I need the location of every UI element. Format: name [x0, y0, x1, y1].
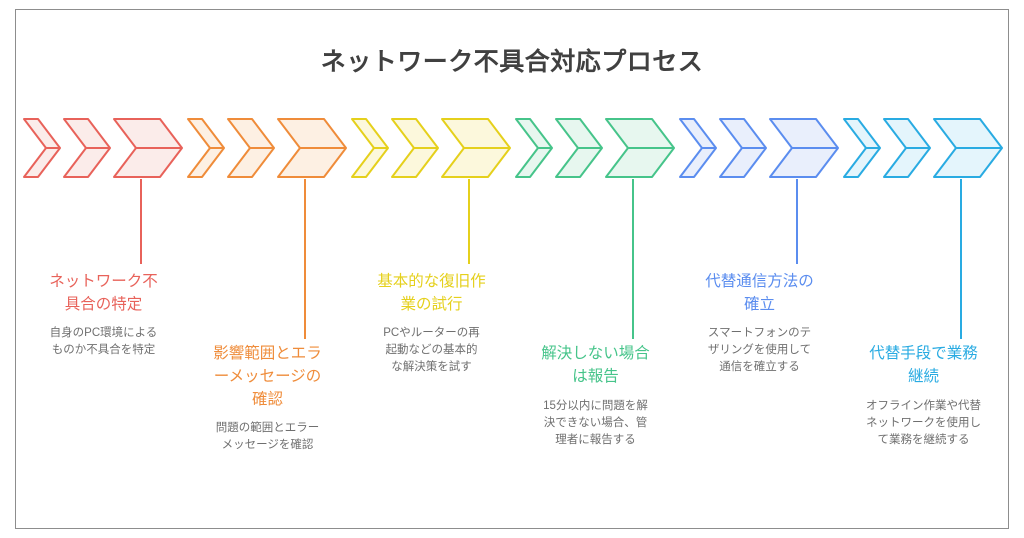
step-description: 自身のPC環境によるものか不具合を特定 — [18, 325, 189, 359]
process-step-5[interactable]: 代替通信方法の確立スマートフォンのテザリングを使用して通信を確立する — [678, 110, 841, 510]
step-heading-line: ネットワーク不 — [49, 273, 158, 290]
step-description: オフライン作業や代替ネットワークを使用して業務を継続する — [838, 398, 1009, 449]
step-heading: 代替通信方法の確立 — [672, 270, 847, 316]
chevron-a — [679, 118, 717, 178]
chevron-arrow-group-icon — [22, 117, 185, 179]
connector-line — [468, 179, 470, 264]
step-description-line: な解決策を試す — [391, 361, 472, 373]
chevron-c — [277, 118, 347, 178]
connector-line — [796, 179, 798, 264]
step-heading-line: 業の試行 — [400, 296, 463, 313]
chevron-b — [883, 118, 931, 178]
step-description-line: ネットワークを使用し — [866, 417, 981, 429]
chevron-b — [555, 118, 603, 178]
step-description: 問題の範囲とエラーメッセージを確認 — [182, 420, 353, 454]
chevron-b — [63, 118, 111, 178]
step-heading: 解決しない場合は報告 — [508, 342, 683, 388]
chevron-a — [351, 118, 389, 178]
step-description-line: て業務を継続する — [877, 434, 970, 446]
step-description-line: 問題の範囲とエラー — [215, 422, 320, 434]
chevron-c — [933, 118, 1003, 178]
process-step-4[interactable]: 解決しない場合は報告 15分以内に問題を解決できない場合、管理者に報告する — [514, 110, 677, 510]
step-description-line: PCやルーターの再 — [383, 327, 480, 339]
chevron-arrow-group-icon — [842, 117, 1005, 179]
step-description: スマートフォンのテザリングを使用して通信を確立する — [674, 325, 845, 376]
step-heading: ネットワーク不具合の特定 — [16, 270, 191, 316]
step-heading: 代替手段で業務継続 — [836, 342, 1011, 388]
chevron-arrow-group-icon — [678, 117, 841, 179]
step-heading-line: 影響範囲とエラ — [213, 345, 322, 362]
chevron-a — [23, 118, 61, 178]
step-description-line: スマートフォンのテ — [707, 327, 812, 339]
page-title: ネットワーク不具合対応プロセス — [320, 48, 704, 76]
chevron-c — [113, 118, 183, 178]
step-description-line: オフライン作業や代替 — [866, 400, 981, 412]
chevron-a — [843, 118, 881, 178]
step-heading-line: 代替通信方法の — [705, 273, 814, 290]
chevron-c — [769, 118, 839, 178]
step-heading-line: 継続 — [907, 368, 939, 385]
chevron-arrow-group-icon — [514, 117, 677, 179]
step-description-line: 自身のPC環境による — [49, 327, 158, 339]
connector-line — [304, 179, 306, 339]
step-description-line: 15分以内に問題を解 — [543, 400, 648, 412]
step-heading-line: 確立 — [743, 296, 775, 313]
step-description-line: 理者に報告する — [555, 434, 636, 446]
step-description-line: ザリングを使用して — [707, 344, 812, 356]
process-step-3[interactable]: 基本的な復旧作業の試行 PCやルーターの再起動などの基本的な解決策を試す — [350, 110, 513, 510]
chevron-a — [515, 118, 553, 178]
chevron-c — [605, 118, 675, 178]
chevron-b — [719, 118, 767, 178]
process-step-1[interactable]: ネットワーク不具合の特定自身のPC環境によるものか不具合を特定 — [22, 110, 185, 510]
chevron-b — [391, 118, 439, 178]
process-step-2[interactable]: 影響範囲とエラーメッセージの確認問題の範囲とエラーメッセージを確認 — [186, 110, 349, 510]
connector-line — [140, 179, 142, 264]
step-description: 15分以内に問題を解決できない場合、管理者に報告する — [510, 398, 681, 449]
step-description: PCやルーターの再起動などの基本的な解決策を試す — [346, 325, 517, 376]
step-heading: 基本的な復旧作業の試行 — [344, 270, 519, 316]
step-description-line: 決できない場合、管 — [543, 417, 648, 429]
chevron-a — [187, 118, 225, 178]
step-heading-line: 基本的な復旧作 — [377, 273, 486, 290]
process-step-6[interactable]: 代替手段で業務継続オフライン作業や代替ネットワークを使用して業務を継続する — [842, 110, 1005, 510]
step-heading-line: 具合の特定 — [64, 296, 143, 313]
step-description-line: メッセージを確認 — [221, 439, 314, 451]
process-steps-container: ネットワーク不具合の特定自身のPC環境によるものか不具合を特定影響範囲とエラーメ… — [22, 110, 1005, 510]
step-heading: 影響範囲とエラーメッセージの確認 — [180, 342, 355, 411]
step-heading-line: は報告 — [572, 368, 619, 385]
step-description-line: 通信を確立する — [719, 361, 800, 373]
step-heading-line: ーメッセージの — [213, 368, 322, 385]
step-description-line: 起動などの基本的 — [385, 344, 478, 356]
step-heading-line: 代替手段で業務 — [869, 345, 978, 362]
connector-line — [960, 179, 962, 339]
chevron-arrow-group-icon — [186, 117, 349, 179]
chevron-b — [227, 118, 275, 178]
step-heading-line: 解決しない場合 — [541, 345, 650, 362]
connector-line — [632, 179, 634, 339]
step-heading-line: 確認 — [251, 391, 283, 408]
chevron-arrow-group-icon — [350, 117, 513, 179]
chevron-c — [441, 118, 511, 178]
step-description-line: ものか不具合を特定 — [51, 344, 156, 356]
